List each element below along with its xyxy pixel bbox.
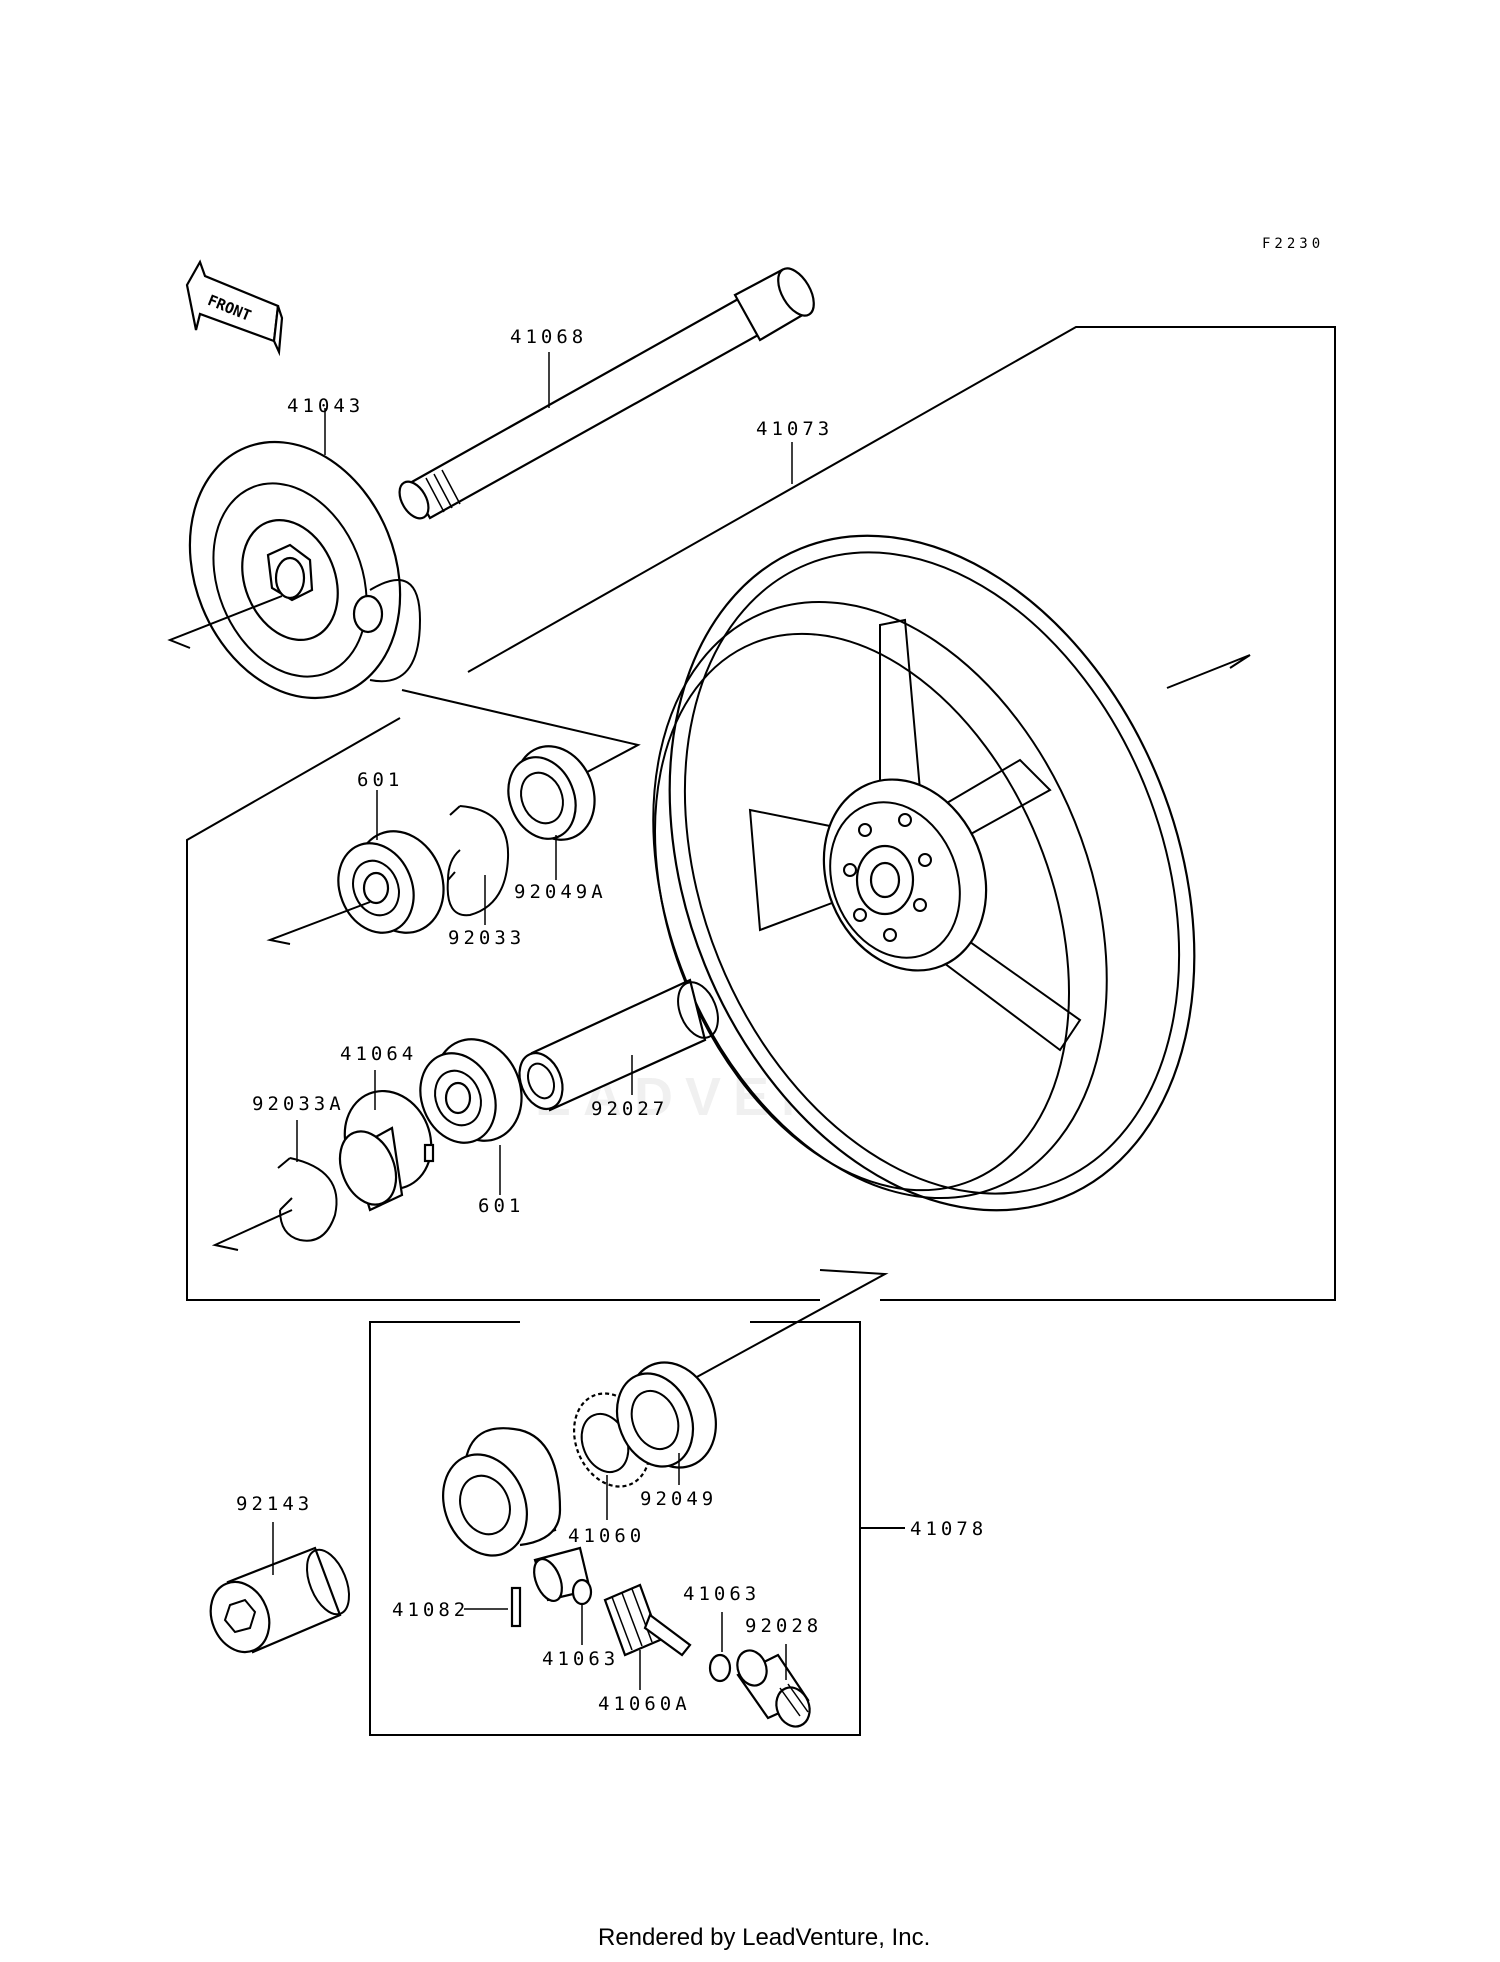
circlip-92033[interactable]	[446, 805, 510, 917]
circlip-92033a[interactable]	[277, 1157, 338, 1242]
wheel[interactable]	[569, 457, 1290, 1290]
part-label-41064[interactable]: 41064	[340, 1043, 417, 1065]
part-label-41078[interactable]: 41078	[910, 1518, 987, 1540]
diagram-code: F2230	[1262, 236, 1324, 252]
part-label-92049a[interactable]: 92049A	[514, 881, 607, 903]
part-label-41073[interactable]: 41073	[756, 418, 833, 440]
part-label-92033[interactable]: 92033	[448, 927, 525, 949]
footer-credit: Rendered by LeadVenture, Inc.	[598, 1924, 930, 1951]
gear-drive[interactable]	[330, 1078, 446, 1213]
part-label-41063-b[interactable]: 41063	[683, 1583, 760, 1605]
pinion-shaft[interactable]	[603, 1583, 692, 1657]
part-label-601-lower[interactable]: 601	[478, 1195, 524, 1217]
part-label-41063-a[interactable]: 41063	[542, 1648, 619, 1670]
frame-lines	[186, 326, 1336, 1736]
axle[interactable]	[394, 262, 822, 523]
part-label-92028[interactable]: 92028	[745, 1615, 822, 1637]
bushing-92028[interactable]	[732, 1646, 815, 1731]
front-arrow-icon: FRONT	[185, 259, 284, 357]
part-label-92143[interactable]: 92143	[236, 1493, 313, 1515]
part-label-601-upper[interactable]: 601	[357, 769, 403, 791]
bearing-upper[interactable]	[325, 818, 458, 946]
part-label-41068[interactable]: 41068	[510, 326, 587, 348]
meter-gear-housing[interactable]	[428, 1427, 592, 1605]
part-label-92049[interactable]: 92049	[640, 1488, 717, 1510]
washer-41063-a[interactable]	[571, 1578, 593, 1606]
gear-housing[interactable]	[153, 410, 437, 730]
part-label-92027[interactable]: 92027	[591, 1098, 668, 1120]
bearing-lower[interactable]	[407, 1026, 536, 1154]
part-label-41043[interactable]: 41043	[287, 395, 364, 417]
part-label-41082[interactable]: 41082	[392, 1599, 469, 1621]
part-label-41060a[interactable]: 41060A	[598, 1693, 691, 1715]
part-label-41060[interactable]: 41060	[568, 1525, 645, 1547]
part-label-92033a[interactable]: 92033A	[252, 1093, 345, 1115]
oil-seal-92049a[interactable]	[497, 734, 609, 851]
washer-41063-b[interactable]	[708, 1653, 732, 1683]
pin-41082[interactable]	[510, 1586, 522, 1628]
oil-seal-92049[interactable]	[604, 1349, 732, 1481]
spacer-92027[interactable]	[512, 976, 726, 1115]
collar-92143[interactable]	[201, 1544, 358, 1661]
